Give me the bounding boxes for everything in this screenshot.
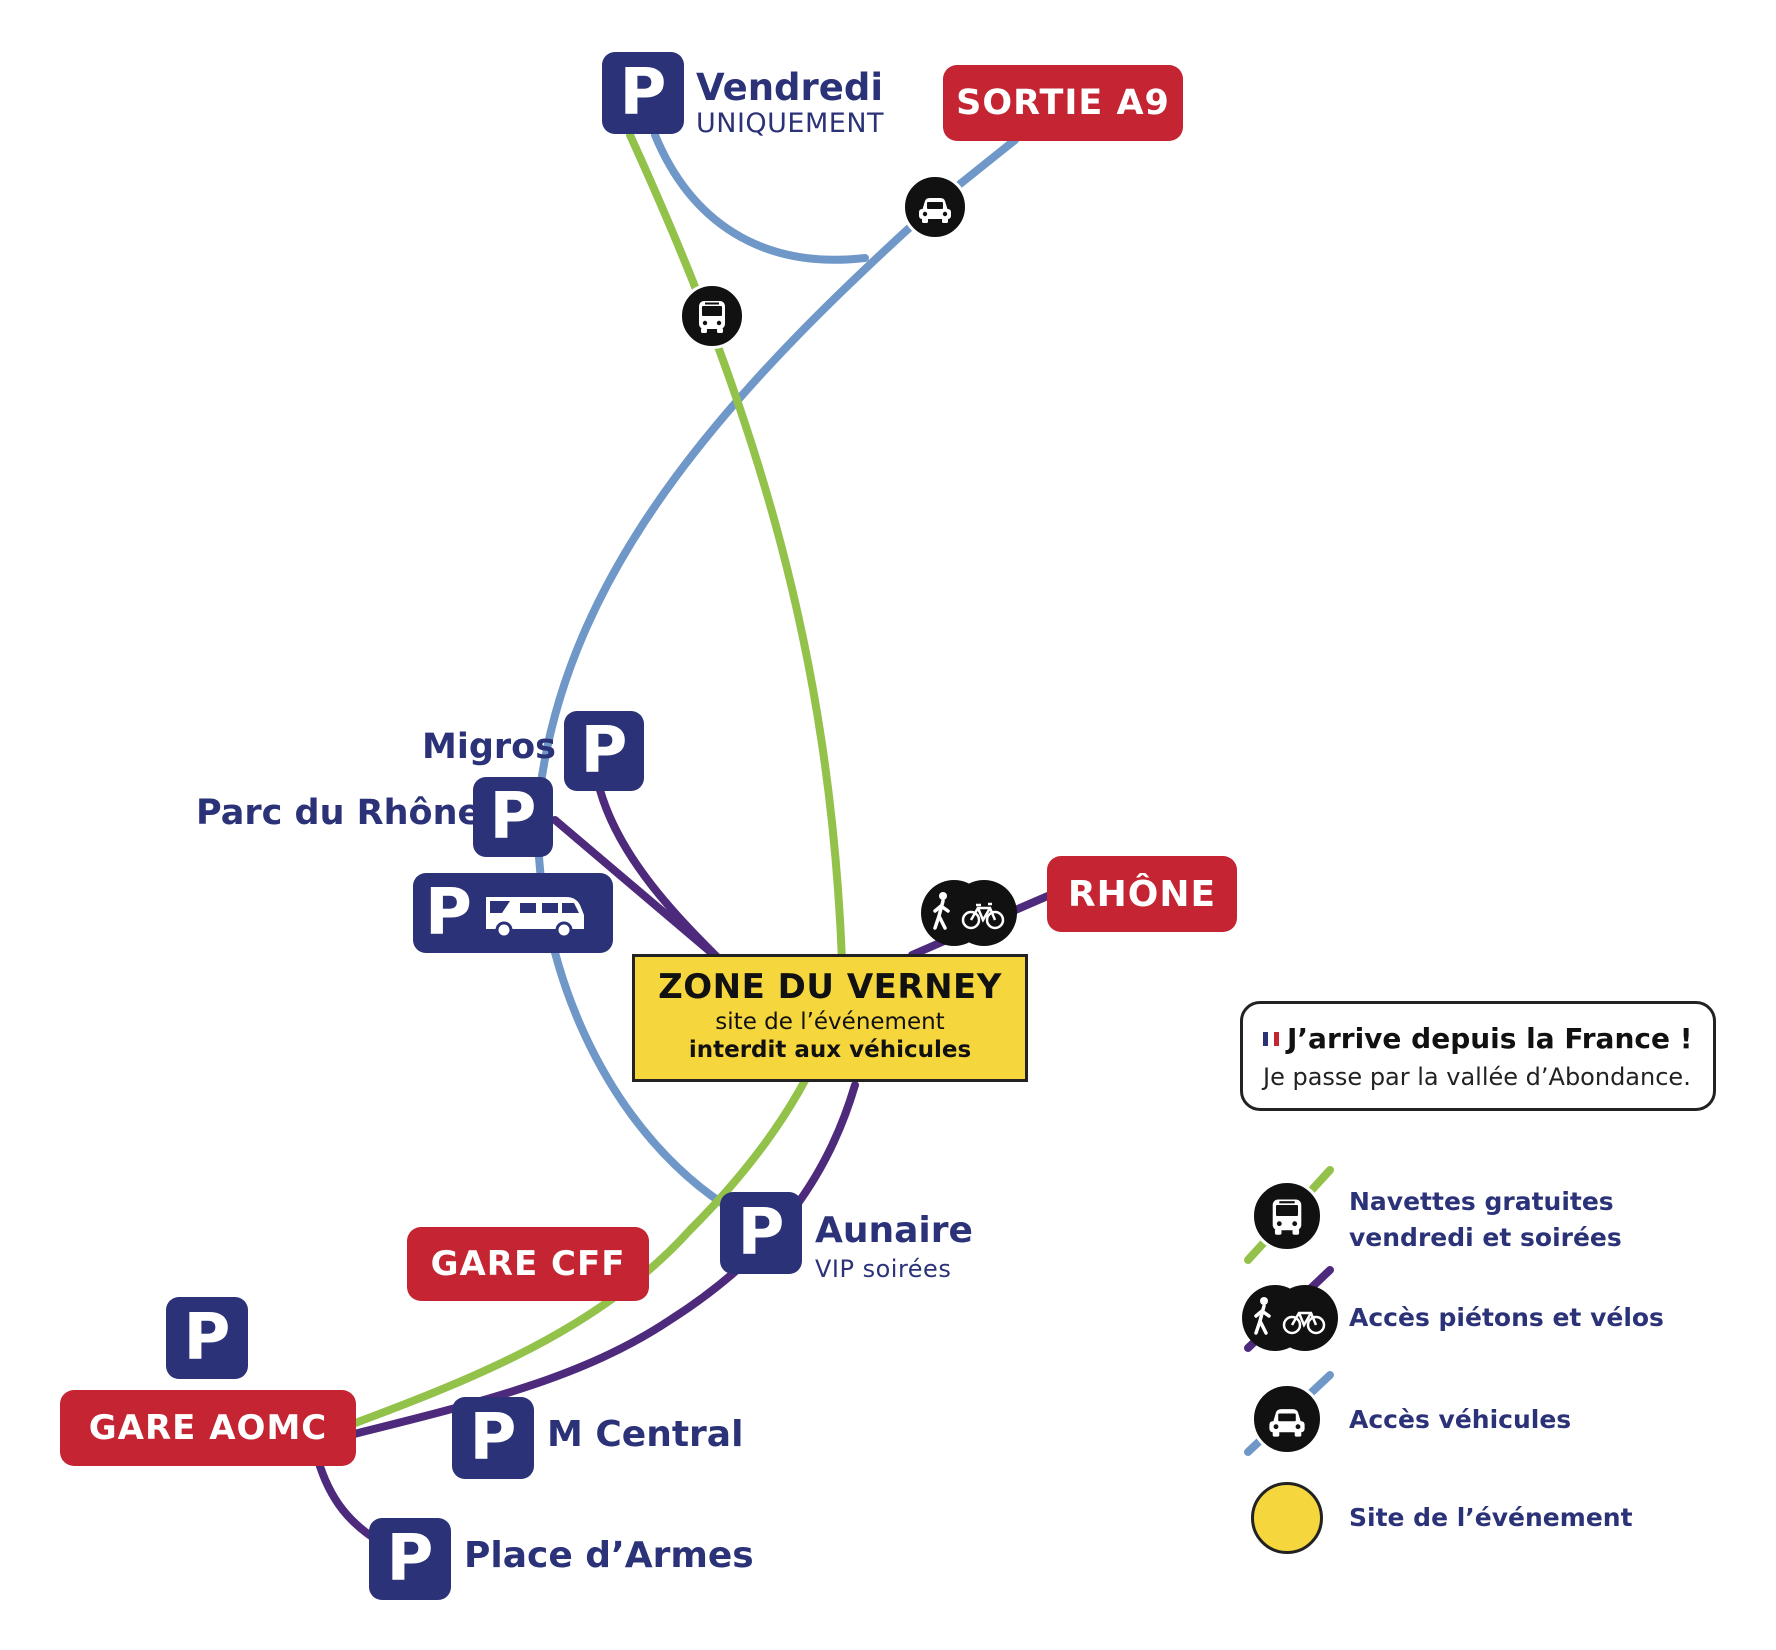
vehicle-route-vendredi-branch (651, 131, 869, 264)
parking-camping-car-icon[interactable]: P (413, 873, 613, 953)
parking-migros-label: Migros (422, 727, 557, 767)
parking-m-central-label: M Central (547, 1414, 744, 1455)
parking-m-central-icon[interactable]: P (452, 1397, 534, 1479)
parking-camping-car-symbol: P (425, 876, 472, 950)
event-zone-subtitle: site de l’événement (715, 1009, 945, 1035)
france-info-title: J’arrive depuis la France ! (1287, 1022, 1693, 1055)
bus-icon (679, 283, 745, 349)
legend-shuttle-line2: vendredi et soirées (1349, 1223, 1622, 1252)
parking-aomc-icon[interactable]: P (166, 1297, 248, 1379)
legend-pedestrian-text: Accès piétons et vélos (1349, 1303, 1664, 1332)
parking-migros-icon[interactable]: P (564, 711, 644, 791)
parking-parc-rhone-label: Parc du Rhône (196, 793, 482, 833)
legend-pedestrian-bike-icon (1242, 1285, 1338, 1351)
legend-vehicle-text: Accès véhicules (1349, 1405, 1572, 1434)
pedestrian-bike-icon (921, 880, 1017, 946)
legend-shuttle-text: Navettes gratuites vendredi et soirées (1349, 1184, 1622, 1256)
parking-parc-rhone-icon[interactable]: P (473, 777, 553, 857)
parking-aunaire-icon[interactable]: P (720, 1192, 802, 1274)
exit-gare-cff[interactable]: GARE CFF (407, 1227, 649, 1301)
event-zone[interactable]: ZONE DU VERNEY site de l’événement inter… (632, 954, 1028, 1082)
parking-aunaire-sub: VIP soirées (815, 1255, 952, 1283)
legend-site-text: Site de l’événement (1349, 1503, 1633, 1532)
legend-shuttle-line1: Navettes gratuites (1349, 1187, 1614, 1216)
pedestrian-route-main (326, 1081, 859, 1444)
legend-bus-icon (1251, 1180, 1323, 1252)
france-info-box: J’arrive depuis la France ! Je passe par… (1240, 1001, 1716, 1111)
parking-vendredi-sub: UNIQUEMENT (696, 108, 885, 139)
france-info-text: Je passe par la vallée d’Abondance. (1263, 1063, 1691, 1091)
parking-place-armes-label: Place d’Armes (464, 1535, 754, 1576)
camper-van-icon (485, 897, 584, 939)
exit-sortie-a9[interactable]: SORTIE A9 (943, 65, 1183, 141)
pedestrian-route-parc-rhone (551, 816, 724, 964)
parking-vendredi-label: Vendredi (696, 66, 884, 109)
vehicle-route-a9-to-aunaire (534, 136, 1019, 1224)
car-icon (902, 174, 968, 240)
exit-gare-aomc[interactable]: GARE AOMC (60, 1390, 356, 1466)
legend-car-icon (1251, 1383, 1323, 1455)
event-zone-note: interdit aux véhicules (688, 1037, 972, 1063)
event-zone-title: ZONE DU VERNEY (658, 967, 1002, 1007)
exit-rhone[interactable]: RHÔNE (1047, 856, 1237, 932)
legend-site-swatch (1251, 1482, 1323, 1554)
france-flag-icon (1263, 1031, 1279, 1046)
parking-aunaire-label: Aunaire (815, 1210, 973, 1251)
parking-place-armes-icon[interactable]: P (369, 1518, 451, 1600)
parking-vendredi-icon[interactable]: P (602, 52, 684, 134)
